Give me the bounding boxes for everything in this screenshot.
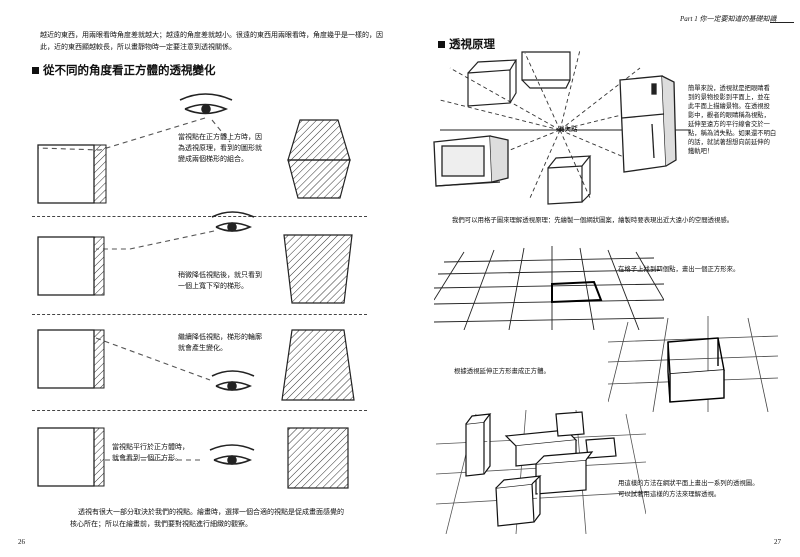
eye-icon	[212, 371, 254, 390]
perspective-grid-2	[608, 312, 778, 412]
floating-cube	[468, 60, 516, 106]
caption-4-line-1: 當視點平行於正方體時，	[112, 442, 189, 453]
page-number-right: 27	[774, 538, 781, 546]
side-text-line: 此平面上描繪景物。在透視投	[688, 102, 776, 111]
grid-cube	[668, 338, 724, 402]
cube-caption: 根據透視延伸正方形畫成正方體。	[454, 366, 550, 377]
caption-4-line-2: 就會看到一個正方形。	[112, 453, 189, 464]
bottom-text-line-1: 透視有很大一部分取決於我們的視點。繪畫時，選擇一個合適的視點是促成畫面感覺的	[78, 507, 344, 518]
tv-drawing	[434, 136, 508, 186]
eye-icon	[212, 212, 254, 231]
running-header: Part 1 你一定要知道的基礎知識	[680, 14, 776, 24]
bottom-caption-line-2: 可以試著用這樣的方法來理解透視。	[618, 489, 759, 500]
left-section-title: 從不同的角度看正方體的透視變化	[32, 62, 216, 78]
bullet-square-icon	[32, 67, 39, 74]
caption-1: 當視點在正方體上方時，因 為透視原理，看到的圖形就 變成兩個梯形的組合。	[178, 132, 262, 165]
perspective-grid-3	[436, 404, 646, 534]
caption-2-line-2: 一個上寬下窄的梯形。	[178, 281, 262, 292]
caption-1-line-1: 當視點在正方體上方時，因	[178, 132, 262, 143]
caption-4: 當視點平行於正方體時， 就會看到一個正方形。	[112, 442, 189, 464]
divider	[32, 314, 367, 315]
floating-box	[522, 52, 570, 88]
side-text-line: 簡單來說，透視就是把眼睛看	[688, 84, 776, 93]
side-text-line: 點，稱為消失點。如果還不明白	[688, 129, 776, 138]
box-group	[466, 412, 616, 526]
intro-line-2: 此，近的東西顯越較長，所以畫靜物時一定要注意到透視關係。	[40, 42, 236, 53]
vanishing-point-label: 消失點	[558, 124, 578, 135]
bottom-cube	[548, 156, 590, 204]
caption-3-line-1: 繼續降低視點，梯形的輪廓	[178, 332, 262, 343]
side-explanation: 簡單來說，透視就是把眼睛看 到的景物投影到平面上，並在 此平面上描繪景物。在透視…	[688, 84, 776, 156]
side-text-line: 影中，觀者的眼睛稱為視點，	[688, 111, 776, 120]
grid-caption: 在格子上找到四個點，畫出一個正方形來。	[618, 264, 739, 275]
side-text-line: 的話，就試著想想向前延伸的	[688, 138, 776, 147]
bullet-square-icon	[438, 41, 445, 48]
divider	[32, 410, 367, 411]
side-text-line: 鐵軌吧！	[688, 147, 776, 156]
header-rule	[770, 22, 794, 23]
left-page: 越近的東西，用兩眼看時角度差就越大；越遠的角度差就越小。很遠的東西用兩眼看時，角…	[0, 0, 400, 557]
eye-icon	[180, 94, 232, 114]
caption-1-line-3: 變成兩個梯形的組合。	[178, 154, 262, 165]
eye-icon	[210, 445, 254, 464]
caption-2: 稍微降低視點後，就只看到 一個上寬下窄的梯形。	[178, 270, 262, 292]
page-number-left: 26	[18, 538, 25, 546]
perspective-row-2	[0, 205, 400, 310]
bottom-caption-line-1: 用這樣的方法在網狀平面上畫出一系列的透視圖。	[618, 478, 759, 489]
caption-3: 繼續降低視點，梯形的輪廓 就會產生變化。	[178, 332, 262, 354]
right-page: Part 1 你一定要知道的基礎知識 透視原理	[400, 0, 800, 557]
caption-2-line-1: 稍微降低視點後，就只看到	[178, 270, 262, 281]
side-text-line: 延伸至遠方的平行線會交於一	[688, 120, 776, 129]
bottom-caption: 用這樣的方法在網狀平面上畫出一系列的透視圖。 可以試著用這樣的方法來理解透視。	[618, 478, 759, 500]
perspective-row-4	[0, 414, 400, 494]
intro-line-1: 越近的東西，用兩眼看時角度差就越大；越遠的角度差就越小。很遠的東西用兩眼看時，角…	[40, 30, 383, 41]
side-text-line: 到的景物投影到平面上，並在	[688, 93, 776, 102]
caption-3-line-2: 就會產生變化。	[178, 343, 262, 354]
bottom-text-line-2: 核心所在；所以在繪畫前，我們要對視點進行細緻的觀察。	[70, 519, 252, 530]
caption-1-line-2: 為透視原理，看到的圖形就	[178, 143, 262, 154]
left-section-title-text: 從不同的角度看正方體的透視變化	[43, 63, 216, 77]
grid-intro: 我們可以用格子圖來理解透視原理：先繪製一個網狀圖案，繪製時要表現出近大遠小的空間…	[452, 215, 733, 226]
refrigerator-drawing	[620, 76, 676, 172]
